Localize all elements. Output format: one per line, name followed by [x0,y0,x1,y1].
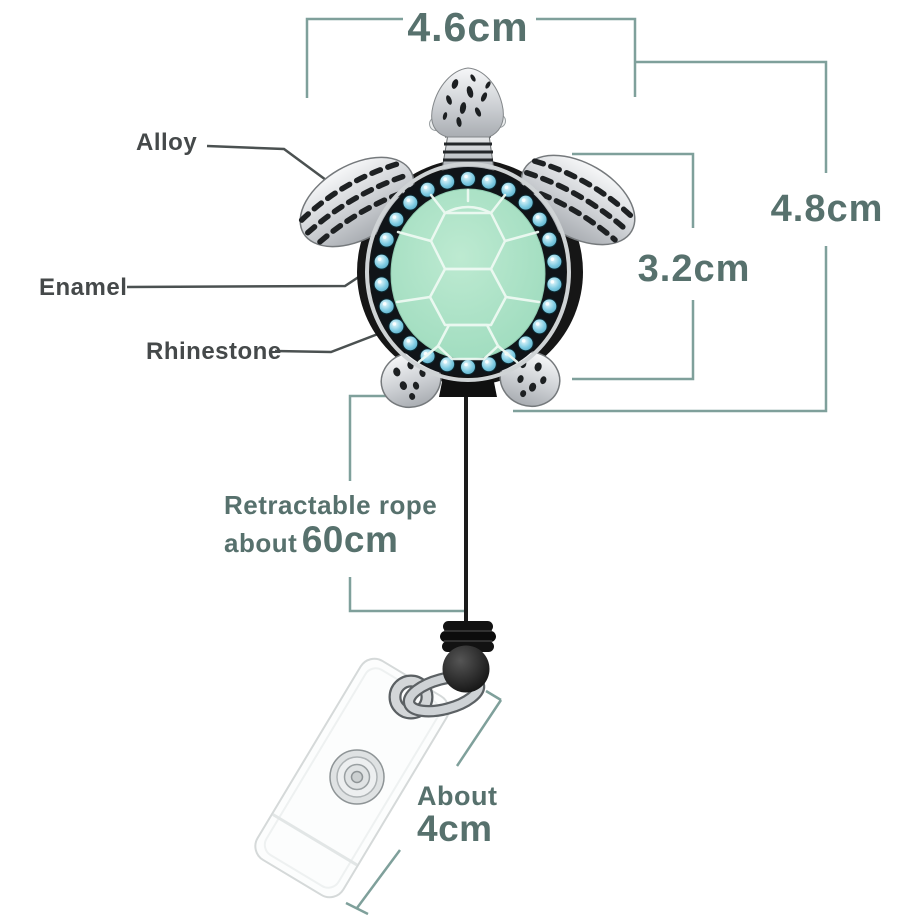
rope-label-prefix: about [224,527,298,558]
dim-bracket-overall-height-bottom [513,246,828,413]
dim-bracket-top-width-left [305,17,403,98]
rhinestone-stones [373,171,563,375]
bezel-silver-rim [365,162,571,382]
dimension-top-width: 4.6cm [407,4,529,50]
dim-bracket-rope-top [348,394,386,481]
clip-label-prefix: About [417,781,498,811]
rope-label-line1: Retractable rope [224,490,438,520]
dimension-shell-height: 3.2cm [637,248,751,290]
leader-line-rhinestone [274,327,392,354]
snap-button [329,749,385,805]
rope-stopper [440,621,496,652]
dimension-overall-height: 4.8cm [770,188,884,230]
dim-bracket-overall-height-top [635,60,828,173]
dim-bracket-rope-bottom [348,577,465,613]
stopper-ball [442,645,490,693]
clip-length-value: 4cm [417,808,493,850]
turtle-neck [441,127,495,171]
dim-bracket-top-width-right [536,17,637,97]
label-alloy: Alloy [136,129,198,156]
label-rhinestone: Rhinestone [146,338,282,365]
turtle-badge-reel [298,67,637,409]
label-rope-length: Retractable rope about 60cm [224,491,437,560]
rope-length-value: 60cm [301,518,399,560]
turtle-head [429,67,506,138]
dim-bracket-clip-diagonal [345,689,503,915]
enamel-shell [390,188,546,360]
dim-bracket-shell-height-bottom [572,300,695,381]
label-clip-length: About 4cm [417,782,497,849]
dim-bracket-shell-height-top [572,152,695,228]
shell-pattern [395,188,541,364]
label-enamel: Enamel [39,274,128,301]
rope-label-line2: about 60cm [224,518,437,561]
